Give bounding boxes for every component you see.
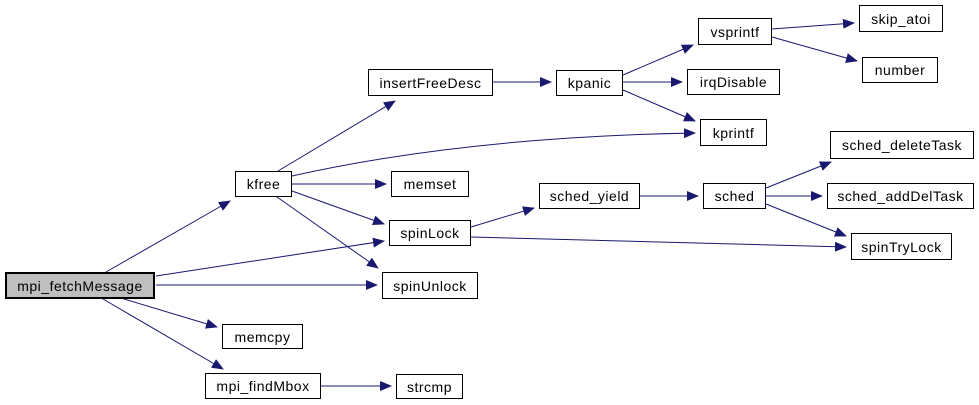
node-label: mpi_findMbox — [216, 378, 310, 394]
edge-sched-to-spinTryLock — [765, 203, 847, 237]
node-number[interactable]: number — [862, 57, 938, 83]
node-vsprintf[interactable]: vsprintf — [698, 18, 772, 45]
edge-mpi_fetchMessage-to-kfree — [105, 200, 231, 273]
node-irqDisable[interactable]: irqDisable — [687, 69, 780, 95]
node-label: spinLock — [400, 225, 460, 241]
node-sched_addDelTask[interactable]: sched_addDelTask — [827, 183, 974, 209]
node-memcpy[interactable]: memcpy — [222, 324, 303, 349]
edge-kpanic-to-vsprintf — [622, 44, 694, 76]
node-sched[interactable]: sched — [703, 183, 766, 209]
edge-group — [102, 18, 858, 391]
node-kpanic[interactable]: kpanic — [556, 70, 623, 96]
edge-kfree-to-kprintf — [291, 128, 696, 177]
node-spinUnlock[interactable]: spinUnlock — [382, 272, 478, 299]
node-label: skip_atoi — [871, 10, 931, 27]
edge-kfree-to-spinLock — [291, 190, 385, 225]
node-label: insertFreeDesc — [379, 74, 482, 91]
node-label: sched — [714, 188, 755, 204]
edge-vsprintf-to-skip_atoi — [771, 18, 855, 30]
node-label: vsprintf — [710, 23, 760, 40]
node-label: memcpy — [234, 328, 291, 345]
node-spinLock[interactable]: spinLock — [389, 220, 471, 246]
node-label: spinUnlock — [393, 277, 467, 294]
node-mpi_findMbox[interactable]: mpi_findMbox — [205, 373, 321, 399]
edge-sched-to-sched_deleteTask — [765, 161, 832, 189]
node-skip_atoi[interactable]: skip_atoi — [859, 5, 943, 32]
edge-kfree-to-insertFreeDesc — [277, 100, 396, 172]
node-label: kpanic — [567, 75, 612, 91]
node-strcmp[interactable]: strcmp — [396, 374, 463, 399]
edge-mpi_fetchMessage-to-memcpy — [123, 298, 218, 329]
node-label: strcmp — [407, 378, 452, 395]
node-spinTryLock[interactable]: spinTryLock — [851, 233, 952, 260]
node-label: spinTryLock — [861, 238, 942, 255]
node-label: memset — [403, 176, 457, 192]
node-label: number — [874, 62, 926, 78]
node-label: mpi_fetchMessage — [17, 277, 143, 294]
node-label: sched_deleteTask — [841, 137, 963, 153]
node-kfree[interactable]: kfree — [235, 171, 292, 197]
node-insertFreeDesc[interactable]: insertFreeDesc — [368, 69, 493, 96]
node-mpi_fetchMessage: mpi_fetchMessage — [5, 272, 155, 299]
node-label: kfree — [246, 176, 281, 192]
node-label: kprintf — [712, 124, 755, 141]
node-memset[interactable]: memset — [391, 171, 469, 197]
edge-spinLock-to-sched_yield — [470, 206, 535, 228]
edge-vsprintf-to-number — [771, 36, 858, 63]
edge-mpi_fetchMessage-to-spinLock — [155, 237, 385, 277]
edge-kpanic-to-kprintf — [622, 89, 696, 122]
node-label: sched_yield — [549, 188, 630, 204]
edge-spinLock-to-spinTryLock — [470, 236, 847, 252]
node-label: sched_addDelTask — [837, 188, 964, 204]
edge-mpi_fetchMessage-to-mpi_findMbox — [102, 298, 224, 370]
node-sched_deleteTask[interactable]: sched_deleteTask — [830, 131, 974, 159]
edge-kfree-to-spinUnlock — [276, 196, 379, 269]
node-sched_yield[interactable]: sched_yield — [539, 183, 640, 209]
node-label: irqDisable — [699, 74, 768, 90]
node-kprintf[interactable]: kprintf — [700, 119, 767, 146]
